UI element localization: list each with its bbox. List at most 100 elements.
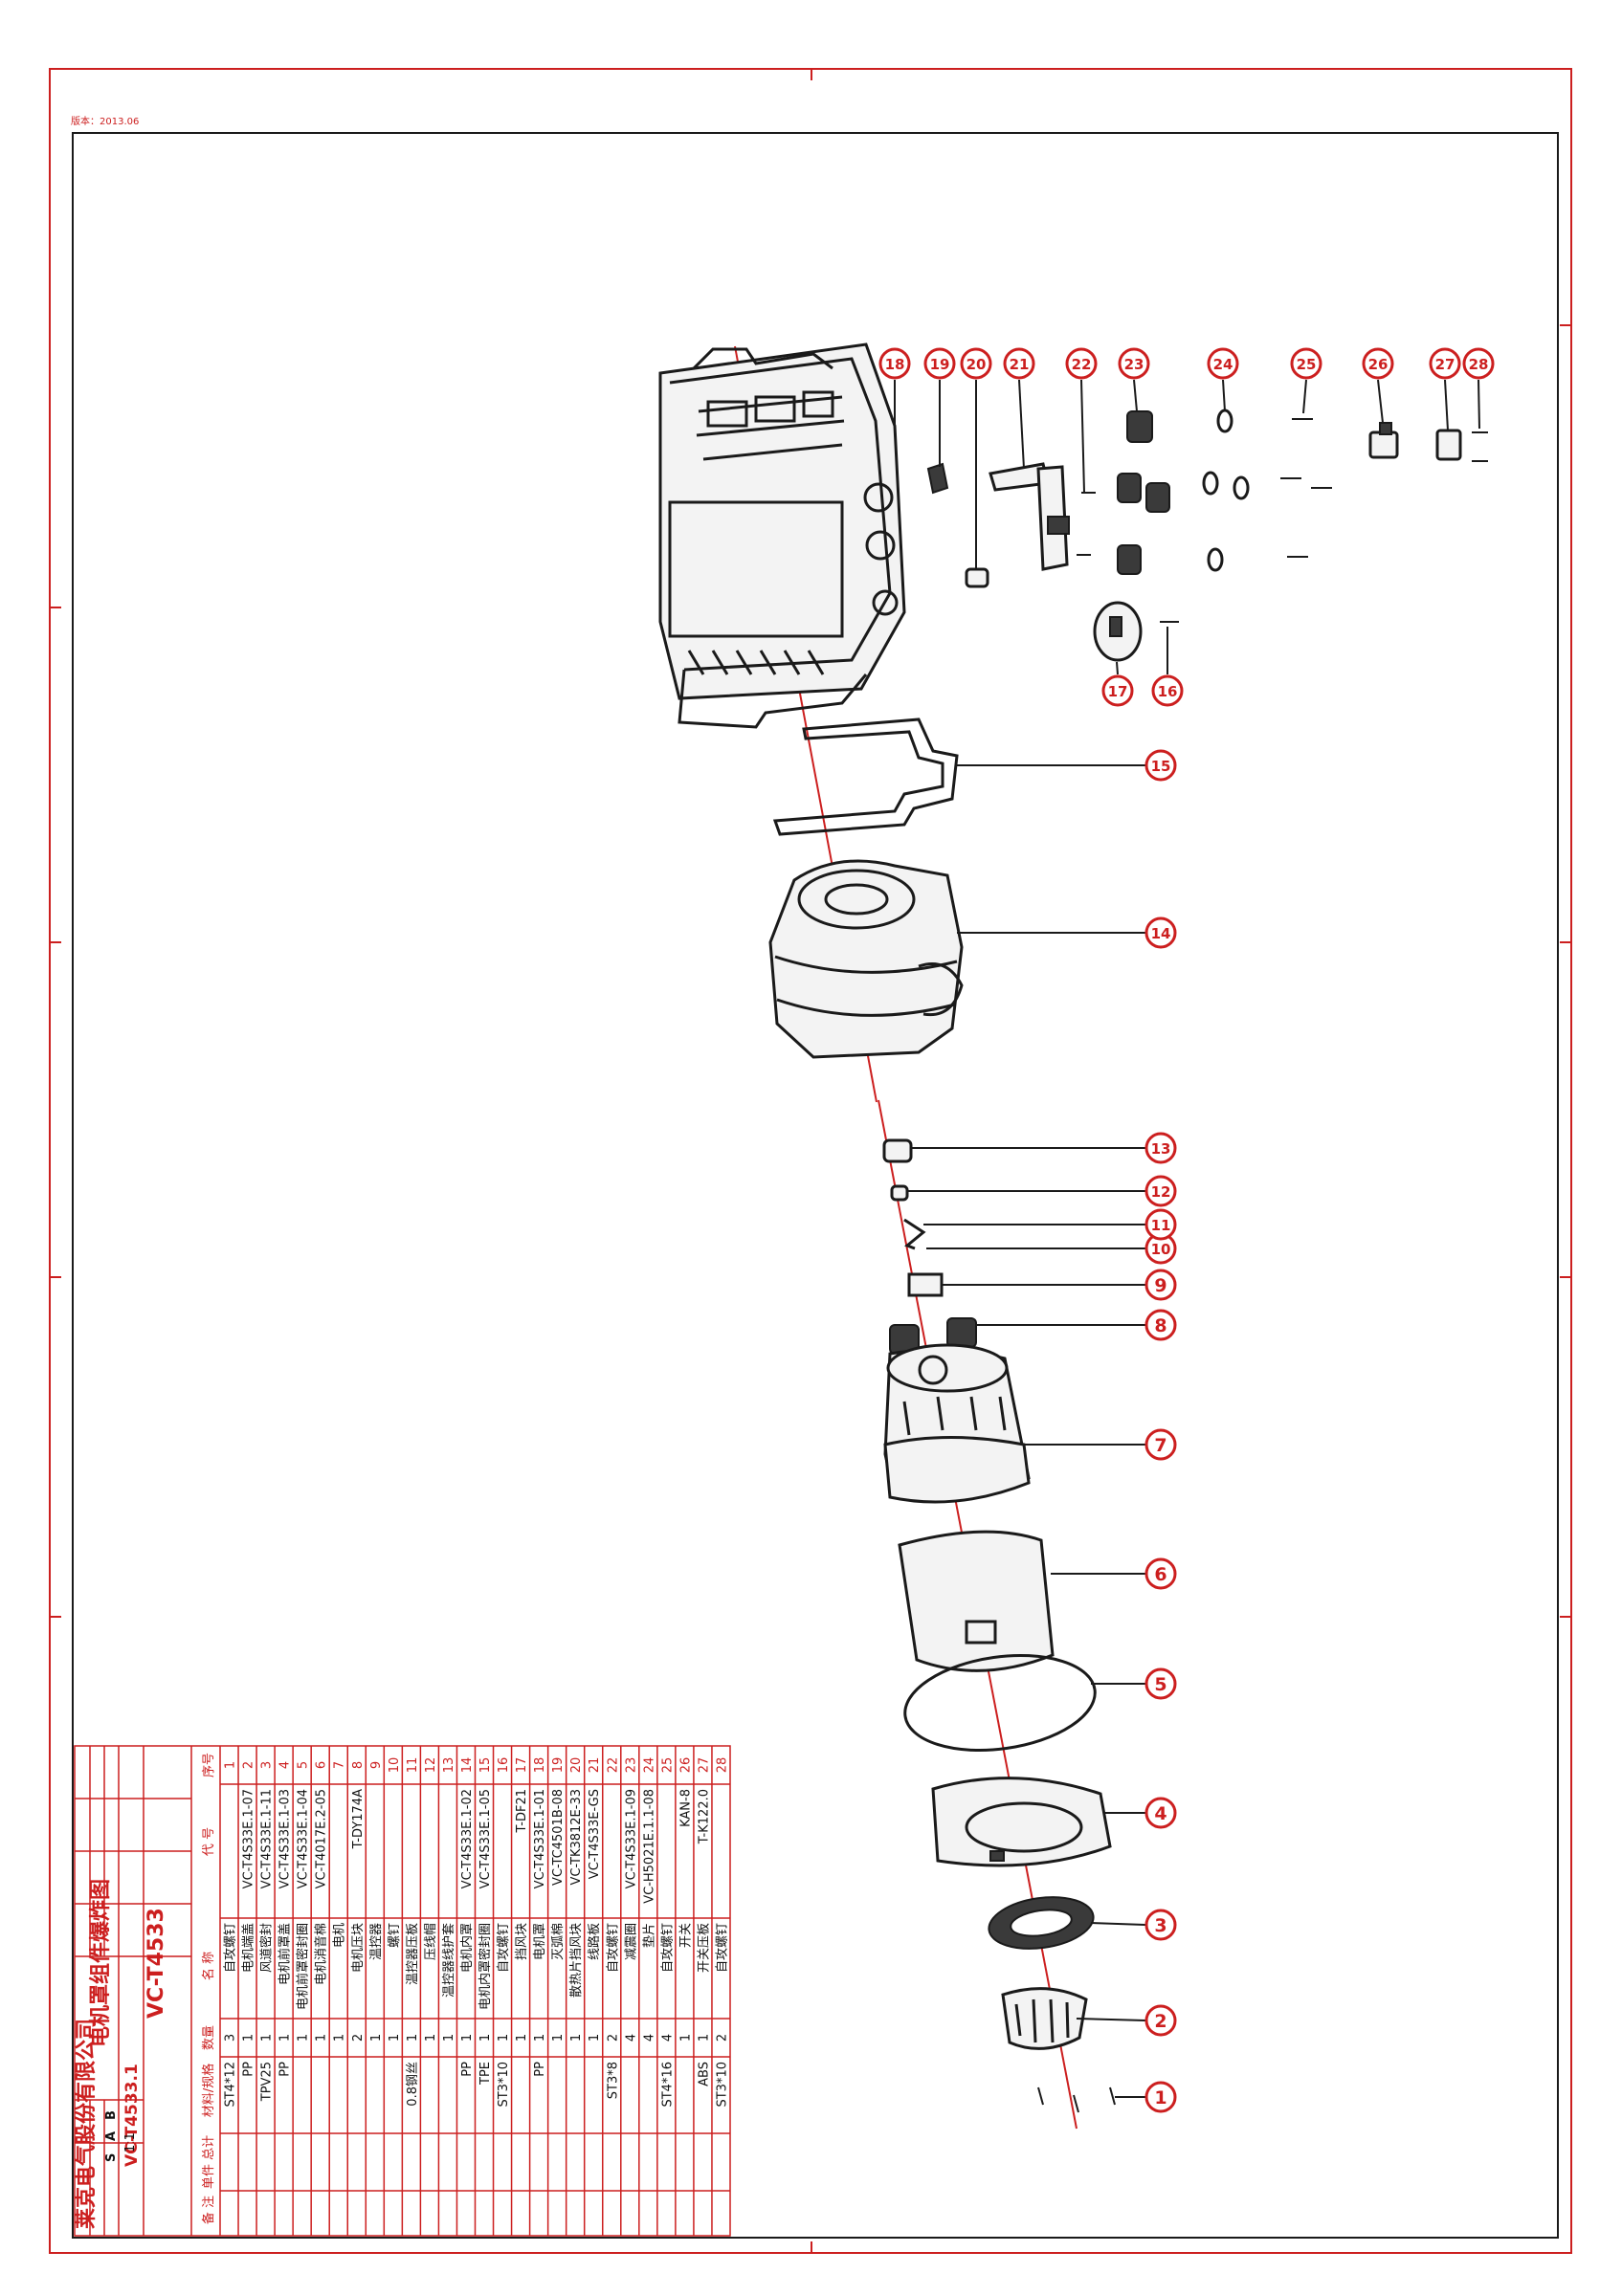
part-26-switch <box>1368 422 1399 459</box>
bom-cell-no: 16 <box>497 1757 511 1774</box>
bom-cell-no: 11 <box>406 1757 420 1774</box>
part-2-motor-end-cover <box>1001 1987 1088 2050</box>
bom-cell-code: VC-TC4501B-08 <box>551 1789 566 1886</box>
balloon-label: 8 <box>1154 1315 1167 1336</box>
balloon-label: 12 <box>1151 1183 1171 1201</box>
bom-cell-no: 6 <box>315 1761 329 1769</box>
bom-cell-qty: 4 <box>660 2034 675 2042</box>
bom-header: 序号 代 号 名 称 数量 材料/规格 单件 总计 备 注 <box>201 1753 216 2224</box>
bom-cell-name: 挡风块 <box>515 1923 529 1960</box>
part-9-thermostat <box>907 1272 944 1297</box>
bom-cell-no: 15 <box>478 1757 493 1774</box>
part-22-screws <box>1077 492 1096 556</box>
part-20-heatsink-block <box>965 567 989 588</box>
title-block: 莱克电气股份有限公司 VC-T4533.1 电机罩组件爆炸图 VC-T4533 … <box>74 1745 731 2237</box>
bom-cell-no: 5 <box>297 1761 311 1769</box>
balloon-2: 2 <box>1144 2004 1177 2037</box>
balloon-15: 15 <box>1144 749 1177 782</box>
balloon-18: 18 <box>878 347 911 380</box>
header-name: 名 称 <box>201 1952 216 1980</box>
version-label: 版本：2013.06 <box>71 115 139 127</box>
balloon-10: 10 <box>1144 1232 1177 1265</box>
part-4-front-cover <box>931 1777 1112 1867</box>
bom-cell-no: 20 <box>569 1757 584 1774</box>
balloon-label: 10 <box>1151 1241 1171 1258</box>
bom-cell-qty: 1 <box>406 2034 420 2042</box>
balloon-17: 17 <box>1101 674 1134 707</box>
bom-cell-no: 4 <box>278 1761 293 1769</box>
header-code: 代 号 <box>202 1827 216 1856</box>
bom-cell-name: 风道密封 <box>259 1923 275 1973</box>
bom-cell-name: 线路板 <box>587 1923 602 1960</box>
bom-cell-no: 25 <box>660 1757 675 1774</box>
bom-cell-material: ST4*16 <box>660 2062 675 2108</box>
stage-mark-s: S <box>104 2153 119 2162</box>
bom-cell-code: VC-TK3812E-33 <box>569 1789 584 1885</box>
balloon-label: 20 <box>967 356 987 373</box>
bom-cell-name: 电机前罩密封圈 <box>296 1923 311 2010</box>
balloon-label: 21 <box>1010 356 1030 373</box>
balloon-label: 7 <box>1154 1435 1167 1456</box>
bom-cell-qty: 1 <box>442 2034 456 2042</box>
balloon-13: 13 <box>1144 1132 1177 1164</box>
balloon-22: 22 <box>1065 347 1098 380</box>
bom-cell-name: 自攻螺钉 <box>224 1923 238 1973</box>
bom-cell-no: 22 <box>606 1757 620 1774</box>
bom-cell-code: VC-T4S33E.1-03 <box>278 1789 293 1888</box>
balloon-27: 27 <box>1429 347 1461 380</box>
bom-cell-no: 19 <box>551 1757 566 1774</box>
balloon-20: 20 <box>960 347 992 380</box>
balloon-9: 9 <box>1144 1269 1177 1301</box>
bom-cell-code: VC-T4S33E.1-07 <box>242 1789 256 1888</box>
bom-cell-no: 12 <box>424 1757 438 1774</box>
header-weight: 单件 总计 <box>202 2135 216 2189</box>
bom-cell-no: 10 <box>388 1757 402 1774</box>
part-3-duct-seal <box>988 1896 1095 1950</box>
bom-cell-name: 减震圈 <box>624 1923 638 1960</box>
bom-cell-no: 26 <box>678 1757 693 1774</box>
balloon-25: 25 <box>1290 347 1322 380</box>
bom-cell-no: 8 <box>351 1761 366 1769</box>
bom-cell-code: VC-T4017E.2-05 <box>315 1789 329 1888</box>
bom-cell-material: ABS <box>697 2062 711 2086</box>
bom-cell-code: VC-H5021E.1.1-08 <box>642 1789 656 1904</box>
balloons: 1 2 3 4 5 6 7 8 9 10 11 12 13 14 15 16 1… <box>878 347 1495 2113</box>
signature-grid <box>75 1746 191 2236</box>
balloon-23: 23 <box>1118 347 1150 380</box>
balloon-label: 1 <box>1154 2087 1167 2108</box>
balloon-label: 13 <box>1151 1140 1171 1158</box>
bom-cell-name: 螺钉 <box>388 1923 402 1948</box>
bom-cell-no: 17 <box>515 1757 529 1774</box>
bom-cell-material: ST4*12 <box>224 2062 238 2108</box>
balloon-24: 24 <box>1207 347 1239 380</box>
part-18-motor-housing <box>658 342 906 729</box>
balloon-label: 11 <box>1151 1217 1171 1234</box>
part-13-thermostat-sleeve <box>882 1138 913 1163</box>
balloon-16: 16 <box>1151 674 1184 707</box>
balloon-label: 6 <box>1154 1564 1167 1585</box>
balloon-26: 26 <box>1362 347 1394 380</box>
bom-cell-name: 散热片挡风块 <box>569 1923 584 1998</box>
bom-cell-material: TPE <box>478 2062 493 2086</box>
bom-cell-qty: 1 <box>460 2034 475 2042</box>
bom-cell-material: ST3*10 <box>715 2062 729 2108</box>
bom-cell-no: 7 <box>333 1761 347 1769</box>
bom-cell-qty: 1 <box>388 2034 402 2042</box>
part-24-washers <box>1202 408 1250 572</box>
balloon-4: 4 <box>1144 1797 1177 1829</box>
bom-cell-qty: 1 <box>697 2034 711 2042</box>
balloon-8: 8 <box>1144 1309 1177 1341</box>
stage-mark-a: A <box>104 2131 119 2141</box>
part-1-screws <box>1037 2086 1116 2113</box>
margin-ticks <box>50 69 1571 2253</box>
header-qty: 数量 <box>202 2025 216 2050</box>
bom-cell-name: 自攻螺钉 <box>715 1923 729 1973</box>
bom-cell-material: PP <box>278 2062 293 2077</box>
bom-cell-no: 28 <box>715 1757 729 1774</box>
balloon-label: 24 <box>1213 356 1233 373</box>
bom-cell-code: T-DY174A <box>351 1789 366 1849</box>
bom-cell-qty: 1 <box>533 2034 547 2042</box>
bom-cell-qty: 1 <box>260 2034 275 2042</box>
bom-cell-material: ST3*8 <box>606 2062 620 2099</box>
bom-cell-qty: 2 <box>606 2034 620 2042</box>
